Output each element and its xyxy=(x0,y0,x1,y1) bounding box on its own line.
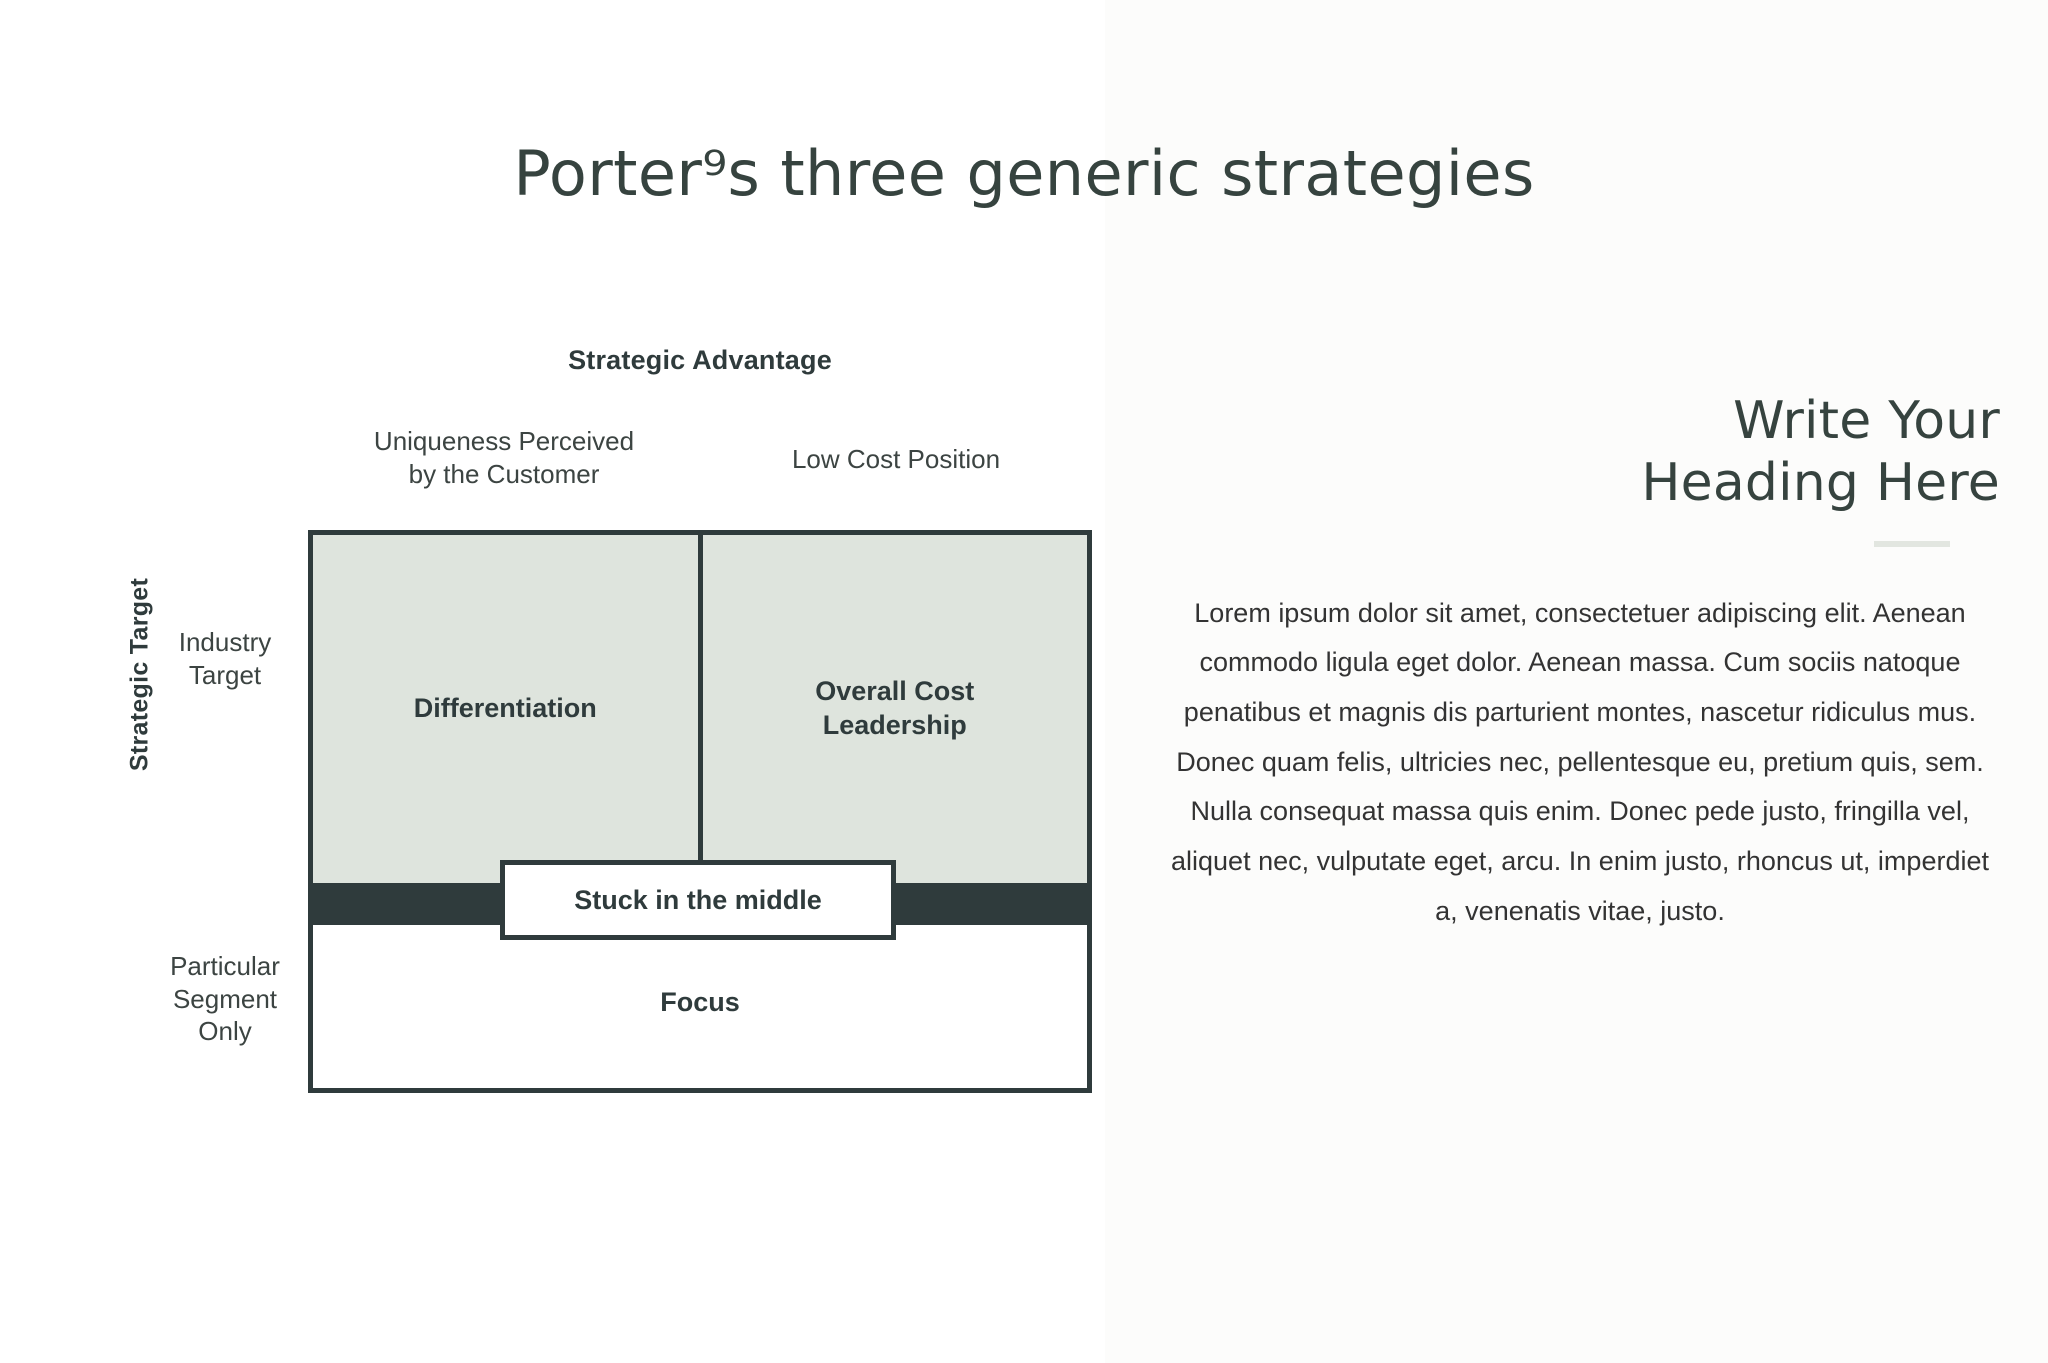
stuck-in-the-middle-label: Stuck in the middle xyxy=(574,884,822,915)
stuck-in-the-middle-box[interactable]: Stuck in the middle xyxy=(500,860,896,940)
row-header-particular-segment-line2: Segment xyxy=(172,983,278,1014)
matrix-container: Differentiation Overall Cost Leadership … xyxy=(308,530,1092,1093)
row-header-industry-target: Industry Target xyxy=(130,626,320,691)
column-header-uniqueness-line2: by the Customer xyxy=(408,458,600,489)
matrix-cell-focus[interactable]: Focus xyxy=(308,920,1092,1093)
matrix-top-row: Differentiation Overall Cost Leadership xyxy=(308,530,1092,888)
column-header-low-cost: Low Cost Position xyxy=(791,444,1001,474)
porter-matrix-diagram: Strategic Advantage Uniqueness Perceived… xyxy=(126,345,1092,1093)
x-axis-title: Strategic Advantage xyxy=(568,345,832,375)
row-header-industry-target-line1: Industry xyxy=(178,627,272,657)
row-header-particular-segment-line1: Particular xyxy=(170,951,280,981)
right-content-block: Write Your Heading Here Lorem ipsum dolo… xyxy=(1160,390,2000,936)
heading-divider xyxy=(1874,540,1950,547)
matrix-cell-overall-cost-leadership-label: Overall Cost Leadership xyxy=(815,675,974,743)
matrix-cell-differentiation-label: Differentiation xyxy=(413,693,597,724)
row-header-particular-segment: Particular Segment Only xyxy=(130,950,320,1048)
page-title: Porter⁹s three generic strategies xyxy=(513,137,1535,210)
row-header-industry-target-line2: Target xyxy=(188,659,262,690)
right-heading: Write Your Heading Here xyxy=(1160,390,2000,515)
right-heading-line1: Write Your xyxy=(1733,391,2000,451)
column-header-uniqueness: Uniqueness Perceived by the Customer xyxy=(308,425,700,490)
matrix-cell-focus-label: Focus xyxy=(660,987,740,1017)
cost-leadership-line1: Overall Cost xyxy=(815,676,975,707)
right-heading-line2: Heading Here xyxy=(1641,453,2000,514)
matrix-cell-overall-cost-leadership[interactable]: Overall Cost Leadership xyxy=(697,535,1087,883)
matrix-cell-differentiation[interactable]: Differentiation xyxy=(313,535,698,883)
column-header-uniqueness-line1: Uniqueness Perceived xyxy=(373,426,635,456)
right-panel-background xyxy=(1105,0,2048,1363)
row-header-particular-segment-line3: Only xyxy=(198,1016,252,1046)
right-body-text: Lorem ipsum dolor sit amet, consectetuer… xyxy=(1171,597,1989,926)
cost-leadership-line2: Leadership xyxy=(822,710,967,740)
